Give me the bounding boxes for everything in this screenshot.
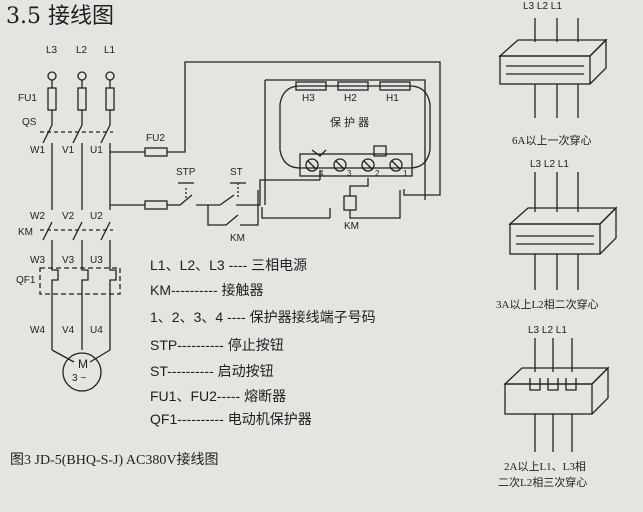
- v2-label: V2: [62, 211, 75, 222]
- right-panel-3: [503, 338, 610, 452]
- fu1-label: FU1: [18, 93, 37, 104]
- qs-label: QS: [22, 117, 37, 128]
- legend-item: FU1、FU2----- 熔断器: [150, 388, 287, 404]
- motor: [51, 349, 111, 392]
- phase-label-l1: L1: [104, 45, 116, 56]
- panel1-phases: L3 L2 L1: [523, 1, 562, 12]
- km-contact-label: KM: [230, 233, 245, 244]
- protector-name: 保 护 器: [330, 117, 370, 129]
- switch-qs: [40, 124, 113, 210]
- u2-label: U2: [90, 211, 103, 222]
- km-label-left: KM: [18, 227, 33, 238]
- u3-label: U3: [90, 255, 103, 266]
- legend-item: 1、2、3、4 ---- 保护器接线端子号码: [150, 309, 376, 325]
- panel2-phases: L3 L2 L1: [530, 159, 569, 170]
- w3-label: W3: [30, 255, 45, 266]
- panel3-phases: L3 L2 L1: [528, 325, 567, 336]
- fu2-label: FU2: [146, 133, 165, 144]
- panel3-caption-line1: 2A以上L1、L3相: [504, 461, 586, 473]
- w2-label: W2: [30, 211, 45, 222]
- motor-label: M: [78, 357, 88, 371]
- protector-h3: H3: [302, 93, 315, 104]
- km-coil-label: KM: [344, 221, 359, 232]
- protector-terminal-1: 1: [403, 169, 408, 178]
- v4-label: V4: [62, 325, 75, 336]
- protector-qf1: [39, 262, 121, 350]
- figure-caption: 图3 JD-5(BHQ-S-J) AC380V接线图: [10, 453, 219, 468]
- protector-box: [279, 81, 431, 177]
- right-panel-1: [498, 18, 608, 118]
- stp-label: STP: [176, 167, 196, 178]
- protector-terminal-4: 4: [319, 169, 324, 178]
- u4-label: U4: [90, 325, 103, 336]
- protector-h1: H1: [386, 93, 399, 104]
- panel3-caption-line2: 二次L2相三次穿心: [498, 477, 588, 489]
- qf1-label: QF1: [16, 275, 36, 286]
- legend-item: KM---------- 接触器: [150, 282, 264, 298]
- phase-label-l3: L3: [46, 45, 58, 56]
- section-title: 3.5 接线图: [6, 4, 114, 29]
- st-label: ST: [230, 167, 243, 178]
- panel1-caption: 6A以上一次穿心: [512, 135, 592, 147]
- contactor-km-main: [40, 221, 113, 262]
- fuse-fu1: [47, 80, 115, 125]
- w1-label: W1: [30, 145, 45, 156]
- w4-label: W4: [30, 325, 45, 336]
- terminal-l1: [105, 71, 115, 81]
- legend-item: L1、L2、L3 ---- 三相电源: [150, 257, 308, 273]
- motor-phase-label: 3 ~: [72, 373, 87, 384]
- right-panel-2: [508, 172, 618, 290]
- v3-label: V3: [62, 255, 75, 266]
- control-circuit: [110, 61, 441, 226]
- legend-item: ST---------- 启动按钮: [150, 363, 274, 379]
- protector-terminal-3: 3: [347, 169, 352, 178]
- terminal-l2: [77, 71, 87, 81]
- legend-item: QF1---------- 电动机保护器: [150, 411, 312, 427]
- protector-h2: H2: [344, 93, 357, 104]
- terminal-l3: [47, 71, 57, 81]
- phase-label-l2: L2: [76, 45, 88, 56]
- panel2-caption: 3A以上L2相二次穿心: [496, 299, 599, 311]
- u1-label: U1: [90, 145, 103, 156]
- v1-label: V1: [62, 145, 75, 156]
- protector-terminal-2: 2: [375, 169, 380, 178]
- legend-item: STP---------- 停止按钮: [150, 337, 284, 353]
